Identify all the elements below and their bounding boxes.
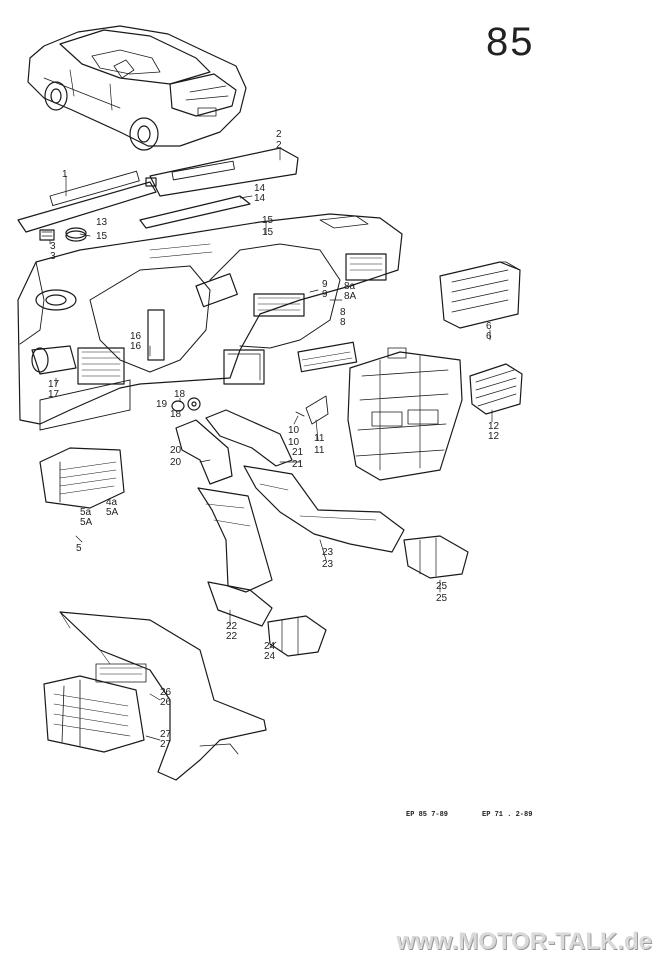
- callout-20-num: 20: [170, 457, 182, 468]
- callout-12-ref: 12: [488, 421, 500, 432]
- site-watermark: www.MOTOR-TALK.de: [396, 928, 652, 955]
- small-clips: [40, 228, 86, 241]
- callout-26-num: 26: [160, 697, 172, 708]
- callout-1-ref: 1: [62, 169, 68, 180]
- duct-nozzles: [268, 536, 468, 656]
- callout-24-num: 24: [264, 651, 276, 662]
- callout-15-ref: 15: [262, 215, 274, 226]
- callout-13-ref: 13: [96, 217, 108, 228]
- page-number: 85: [486, 20, 535, 64]
- callout-2-ref: 2: [276, 129, 282, 140]
- callout-19-ref: 19: [156, 399, 168, 410]
- callout-16-num: 16: [130, 341, 142, 352]
- callout-22-ref: 22: [226, 621, 238, 632]
- footer-edition-right: EP 71 . 2-89: [482, 811, 533, 819]
- callout-9-num: 9: [322, 289, 328, 300]
- callout-11-num: 11: [314, 445, 325, 456]
- defroster-vents: [18, 148, 298, 232]
- callout-8-num: 8: [340, 317, 346, 328]
- callout-4a-ref: 4a: [106, 497, 118, 508]
- callout-8-ref: 8: [340, 307, 346, 318]
- callout-8a-ref: 8a: [344, 281, 356, 292]
- dashboard-panel: [18, 214, 402, 430]
- callout-3-ref: 3: [50, 241, 56, 252]
- callout-21-num: 21: [292, 459, 304, 470]
- callout-23-num: 23: [322, 559, 334, 570]
- callout-26-ref: 26: [160, 687, 172, 698]
- upper-ducts: [176, 410, 292, 484]
- callout-17-num: 17: [48, 389, 60, 400]
- rear-vent: [44, 676, 144, 752]
- callout-20-ref: 20: [170, 445, 182, 456]
- callout-10-ref: 10: [288, 425, 300, 436]
- small-fasteners: [172, 398, 200, 411]
- callout-13-num: 15: [96, 231, 108, 242]
- callout-22-num: 22: [226, 631, 238, 642]
- callout-10-num: 10: [288, 437, 300, 448]
- callout-25-ref: 25: [436, 581, 448, 592]
- callout-18-ref: 18: [174, 389, 186, 400]
- callout-6-num: 6: [486, 331, 492, 342]
- callout-8a-num: 8A: [344, 291, 357, 302]
- callout-23-ref: 23: [322, 547, 334, 558]
- heater-control-unit: [296, 348, 462, 480]
- control-panel: [298, 342, 357, 371]
- vent-grille: [470, 364, 522, 414]
- callout-14-ref: 14: [254, 183, 266, 194]
- callout-24-ref: 24: [264, 641, 276, 652]
- callout-15-num: 15: [262, 227, 274, 238]
- callout-14-num: 14: [254, 193, 266, 204]
- callout-9-ref: 9: [322, 279, 328, 290]
- floor-ducts: [198, 466, 404, 626]
- callout-27-num: 27: [160, 739, 172, 750]
- rear-console: [60, 612, 266, 780]
- callout-5a-num: 5A: [80, 517, 93, 528]
- lower-left-vent: [40, 448, 124, 508]
- callout-6-ref: 6: [486, 321, 492, 332]
- car-illustration: [28, 26, 246, 150]
- callout-4a-num: 5A: [106, 507, 119, 518]
- trim-strip: [140, 196, 250, 228]
- callout-25-num: 25: [436, 593, 448, 604]
- callout-2-num: 2: [276, 140, 282, 151]
- footer-edition-left: EP 85 7-89: [406, 811, 449, 819]
- callout-3-num: 3: [50, 251, 56, 262]
- callout-11-ref: 11: [314, 433, 325, 444]
- callout-17-ref: 17: [48, 379, 60, 390]
- callout-5-num: 5: [76, 543, 82, 554]
- leader-lines: [50, 148, 492, 740]
- callout-12-num: 12: [488, 431, 500, 442]
- callout-21-ref: 21: [292, 447, 304, 458]
- right-side-vent: [440, 262, 520, 328]
- callout-16-ref: 16: [130, 331, 142, 342]
- left-vent-assembly: [32, 310, 164, 384]
- callout-18-num: 18: [170, 409, 182, 420]
- callout-27-ref: 27: [160, 729, 172, 740]
- callout-5a-ref: 5a: [80, 507, 92, 518]
